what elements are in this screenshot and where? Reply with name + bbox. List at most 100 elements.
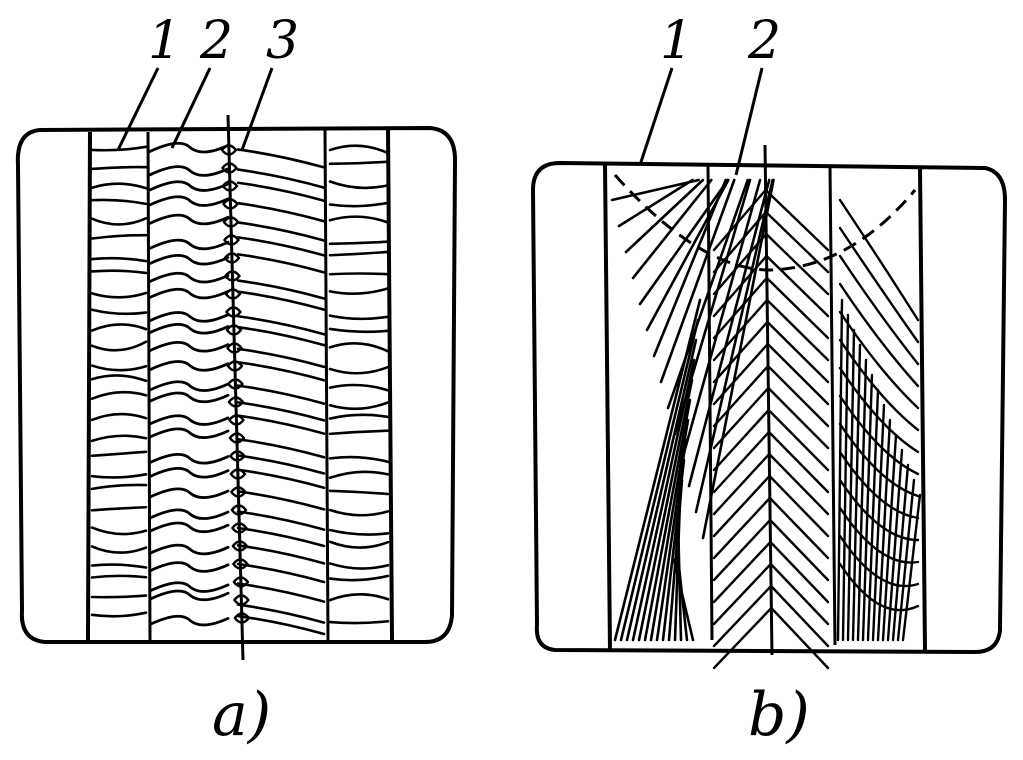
grain-line [856,358,868,642]
grain-line [236,360,326,382]
grain-line [90,483,148,491]
grain-line [328,201,390,208]
grain-line [90,165,148,171]
grain-line [328,528,390,536]
grain-line [838,366,920,454]
grain-line [768,496,830,560]
cell-line [224,270,241,282]
grain-line [838,506,920,564]
cell-line [233,594,250,606]
cell-line [228,414,245,426]
grain-line [148,614,230,627]
grain-line [328,314,390,321]
grain-line [328,489,390,496]
panel-a-fusion-left [86,131,92,641]
grain-line [148,341,230,353]
grain-line [765,298,830,362]
grain-line [148,427,230,439]
panel-a: 1 2 3 a) [15,11,458,750]
grain-line [90,412,148,422]
grain-line [617,178,694,228]
grain-line [764,188,830,252]
grain-line [328,287,390,295]
grain-line [896,478,916,642]
grain-line [236,201,326,223]
grain-line [328,562,390,570]
cell-line [222,216,240,228]
grain-line [148,180,230,192]
grain-line [328,455,390,464]
panel-a-zone-right [323,127,330,641]
grain-line [328,180,390,190]
grain-line [148,238,230,251]
grain-line [712,430,771,494]
cell-line [232,576,250,588]
grain-line [148,311,230,323]
grain-line [148,323,230,335]
grain-line [236,414,326,435]
grain-line [838,254,920,366]
panel-b-outline [530,160,1008,655]
grain-line [838,226,920,344]
grain-line [619,318,700,642]
grain-line [328,619,390,625]
cell-line [223,234,240,246]
grain-line [680,178,762,462]
grain-line [236,181,326,203]
cell-line [231,540,249,552]
cell-line [230,486,247,498]
grain-line [624,178,705,254]
grain-line [148,391,230,404]
grain-line [236,468,326,490]
grain-line [838,422,920,498]
grain-line [712,276,769,340]
panel-a-caption: a) [212,680,271,750]
grain-line [659,178,736,384]
grain-line [90,563,148,569]
cell-line [221,180,239,192]
grain-line [148,213,230,226]
grain-line [236,603,326,624]
grain-line [90,323,148,332]
grain-line [236,384,326,405]
grain-line [236,437,326,459]
grain-line [90,545,148,554]
grain-line [148,380,230,392]
grain-line [236,454,326,475]
grain-line [712,452,771,516]
grain-line [766,342,830,406]
panel-a-grain-texture [90,141,390,636]
grain-line [236,148,326,169]
cell-line [227,378,244,390]
grain-line [90,526,148,536]
grain-line [712,254,768,318]
grain-line [770,606,830,670]
panel-b-fusion-left [603,164,612,651]
grain-line [328,413,390,420]
cell-line [229,450,246,462]
grain-line [328,144,390,155]
grain-line [643,398,692,642]
grain-line [694,178,774,514]
panel-a-leader-3 [240,67,274,151]
grain-line [148,254,230,266]
grain-line [148,141,230,154]
grain-line [236,544,326,565]
panel-b-fusion-right [918,167,927,651]
grain-line [148,287,230,300]
grain-line [328,342,390,353]
grain-line [712,342,769,406]
grain-line [631,178,713,280]
grain-line [148,581,230,593]
grain-line [328,470,390,480]
grain-line [652,178,728,358]
grain-line [148,589,230,602]
grain-line [712,210,768,274]
grain-line [148,521,230,534]
grain-line [836,298,844,642]
grain-line [236,347,326,369]
cell-line [226,360,244,372]
grain-line [90,256,148,263]
grain-line [846,328,856,642]
grain-line [90,611,148,618]
